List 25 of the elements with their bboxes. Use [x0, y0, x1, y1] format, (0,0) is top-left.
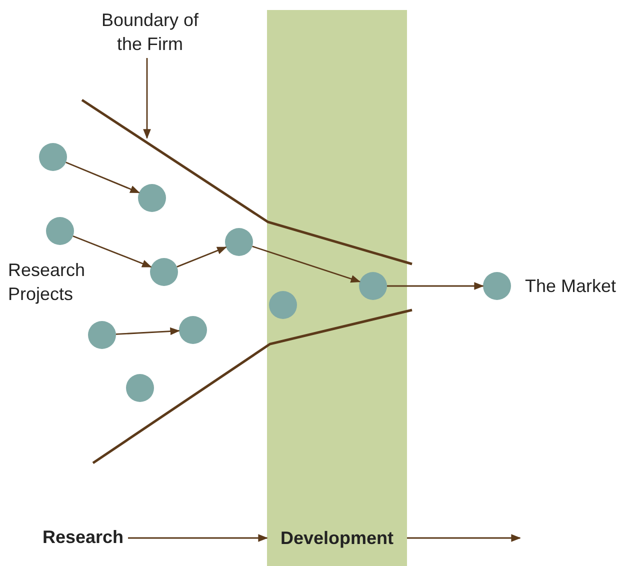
leader-line [143, 58, 151, 139]
circle-node [483, 272, 511, 300]
arrow [72, 235, 152, 268]
circle-node [138, 184, 166, 212]
stage-band [267, 10, 407, 566]
circle-node [225, 228, 253, 256]
stage-label: Development [279, 527, 395, 550]
stage-label: Research [38, 525, 128, 551]
arrow [387, 282, 484, 290]
circle-node [88, 321, 116, 349]
circle-node [359, 272, 387, 300]
arrow [128, 534, 268, 542]
circle-node [39, 143, 67, 171]
circle-node [269, 291, 297, 319]
circle-node [179, 316, 207, 344]
circle-node [46, 217, 74, 245]
arrow [66, 162, 140, 194]
annotation-text: Boundary of the Firm [95, 8, 205, 58]
circle-node [126, 374, 154, 402]
circle-node [150, 258, 178, 286]
node-caption: The Market [525, 275, 616, 298]
arrow [116, 327, 180, 336]
annotation-text: Research Projects [8, 259, 86, 306]
arrow [176, 246, 227, 268]
arrow [407, 534, 521, 542]
